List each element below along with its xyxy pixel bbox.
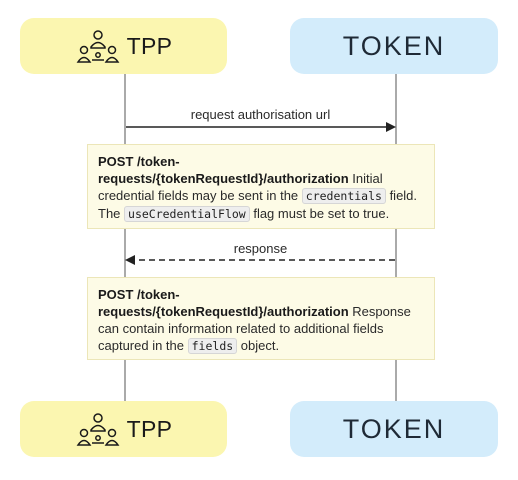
note1-code-credentials: credentials bbox=[301, 188, 386, 204]
people-network-icon bbox=[76, 30, 120, 63]
note2-endpoint: POST /token-requests/{tokenRequestId}/au… bbox=[98, 287, 349, 319]
note1-endpoint: POST /token-requests/{tokenRequestId}/au… bbox=[98, 154, 349, 186]
note1-code-use-credential-flow: useCredentialFlow bbox=[124, 206, 250, 222]
note2-code-fields: fields bbox=[187, 338, 238, 354]
note-credentials: POST /token-requests/{tokenRequestId}/au… bbox=[87, 144, 435, 229]
response-arrowhead bbox=[125, 255, 135, 265]
note-fields: POST /token-requests/{tokenRequestId}/au… bbox=[87, 277, 435, 360]
tpp-label: TPP bbox=[126, 32, 173, 59]
participant-tpp-bottom: TPP bbox=[20, 401, 227, 457]
people-network-icon bbox=[76, 413, 120, 446]
participant-token-bottom: TOKEN bbox=[290, 401, 498, 457]
note2-text-a: Response can contain information related… bbox=[98, 304, 411, 353]
note1-text-a: Initial credential fields may be sent in… bbox=[98, 171, 383, 203]
participant-tpp-top: TPP bbox=[20, 18, 227, 74]
token-label: TOKEN bbox=[342, 413, 446, 444]
response-message-label: response bbox=[233, 241, 288, 256]
request-message-label: request authorisation url bbox=[190, 107, 331, 122]
note1-text-c: flag must be set to true. bbox=[249, 206, 390, 221]
tpp-label: TPP bbox=[126, 415, 173, 442]
participant-token-top: TOKEN bbox=[290, 18, 498, 74]
request-arrowhead bbox=[386, 122, 396, 132]
note2-text-b: object. bbox=[237, 338, 280, 353]
token-label: TOKEN bbox=[342, 30, 446, 61]
note1-text-b: field. The bbox=[98, 188, 418, 221]
